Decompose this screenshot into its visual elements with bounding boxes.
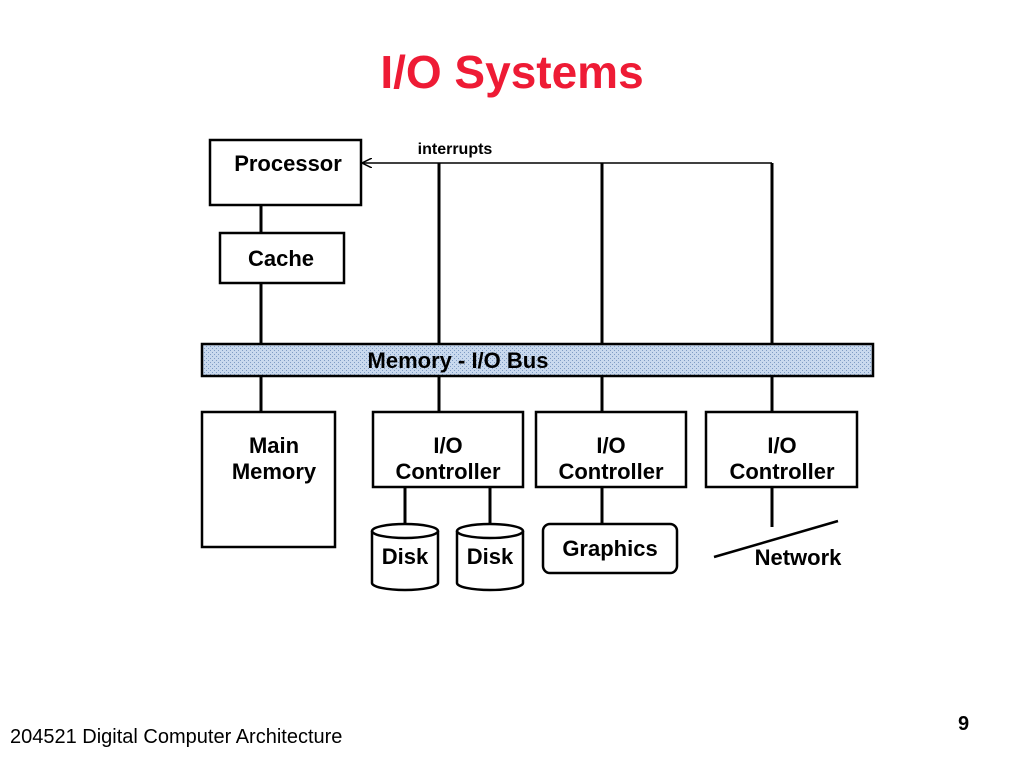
- network-line: [713, 519, 839, 559]
- processor-label: Processor: [234, 151, 342, 176]
- bus-label: Memory - I/O Bus: [368, 348, 549, 373]
- connection-lines: [259, 163, 774, 527]
- main-memory-label-line1: Main: [249, 433, 299, 458]
- footer-course-title: 204521 Digital Computer Architecture: [10, 726, 343, 748]
- graphics-label: Graphics: [562, 536, 657, 561]
- cache-label: Cache: [248, 246, 314, 271]
- disk-label: Disk: [382, 544, 429, 569]
- io-controller-label-line1: I/O: [433, 433, 462, 458]
- main-memory-box: Main Memory: [200, 410, 337, 549]
- processor-box: Processor: [208, 138, 363, 207]
- interrupts-label: interrupts: [418, 141, 493, 158]
- io-controller-graphics: I/O Controller: [534, 410, 688, 489]
- disk-2: Disk: [455, 522, 525, 592]
- io-controller-disk: I/O Controller: [371, 410, 525, 489]
- disk-1: Disk: [370, 522, 440, 592]
- cache-box: Cache: [218, 231, 346, 285]
- memory-io-bus: Memory - I/O Bus: [200, 342, 875, 378]
- main-memory-label-line2: Memory: [232, 459, 317, 484]
- io-controller-label-line2: Controller: [395, 459, 501, 484]
- io-controller-label-line2: Controller: [729, 459, 835, 484]
- io-controller-label-line1: I/O: [596, 433, 625, 458]
- page-number: 9: [958, 713, 970, 735]
- io-controller-network: I/O Controller: [704, 410, 859, 489]
- slide-title: I/O Systems: [380, 46, 644, 98]
- graphics-box: Graphics: [541, 522, 679, 575]
- network: Network: [713, 519, 843, 570]
- disk-label: Disk: [467, 544, 514, 569]
- network-label: Network: [755, 545, 843, 570]
- io-controller-label-line2: Controller: [558, 459, 664, 484]
- io-controller-label-line1: I/O: [767, 433, 796, 458]
